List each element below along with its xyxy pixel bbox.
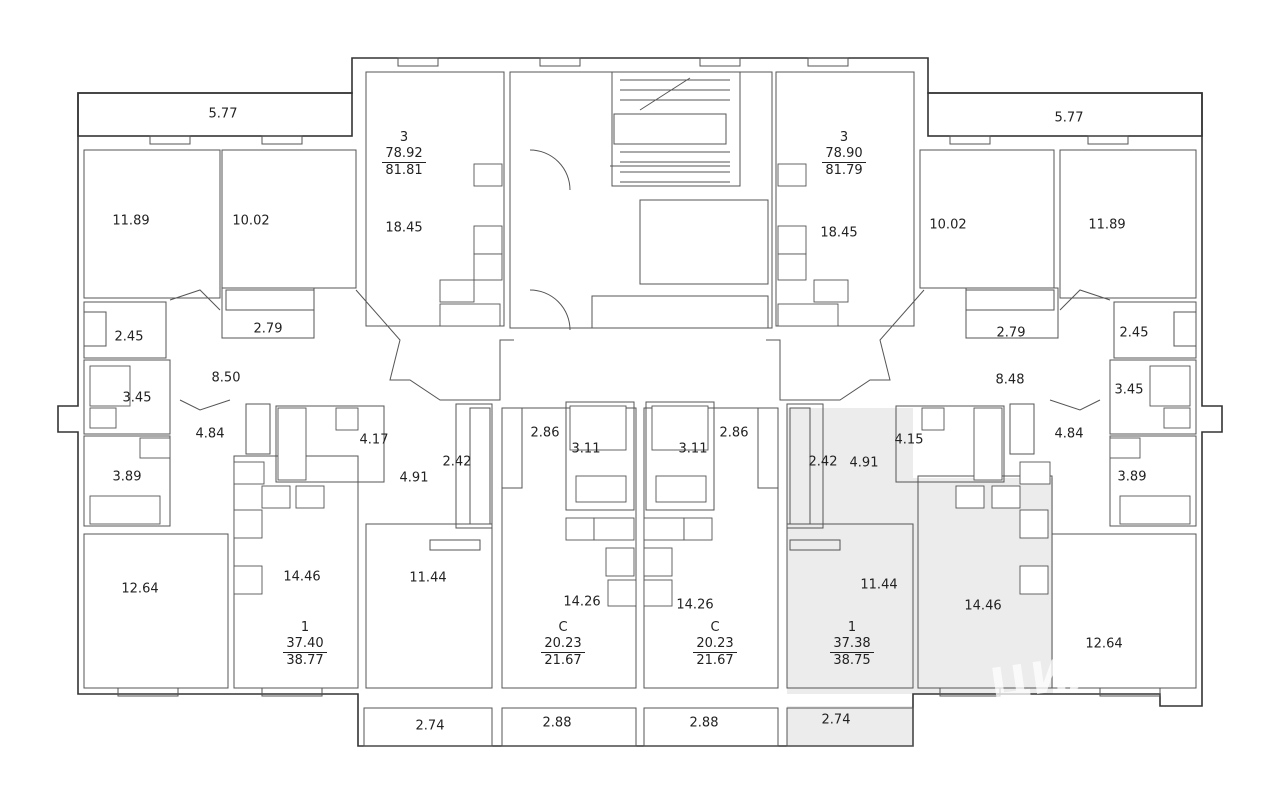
apartment-rooms: С [558, 620, 568, 635]
area-label: 8.48 [995, 372, 1025, 388]
area-label: 2.86 [530, 425, 560, 441]
apartment-living-area: 37.38 [830, 636, 874, 653]
building-outline [57, 57, 1223, 747]
area-label: 4.17 [359, 432, 389, 448]
area-label: 14.46 [964, 598, 1002, 614]
area-label: 3.89 [112, 469, 142, 485]
apartment-living-area: 78.92 [382, 146, 426, 163]
area-label: 2.88 [542, 715, 572, 731]
area-label: 2.45 [114, 329, 144, 345]
area-label: 14.26 [563, 594, 601, 610]
area-label: 18.45 [385, 220, 423, 236]
apartment-living-area: 78.90 [822, 146, 866, 163]
area-label: 3.45 [1114, 382, 1144, 398]
apartment-total-area: 38.77 [286, 653, 324, 668]
area-label: 11.44 [860, 577, 898, 593]
apartment-info-1-left: 1 37.40 38.77 [283, 620, 327, 669]
area-label: 12.64 [1085, 636, 1123, 652]
area-label: 18.45 [820, 225, 858, 241]
windows [83, 57, 1197, 697]
apartment-rooms: 3 [839, 130, 849, 145]
apartment-rooms: 1 [300, 620, 310, 635]
apartment-living-area: 20.23 [541, 636, 585, 653]
area-label: 11.44 [409, 570, 447, 586]
area-label: 2.88 [689, 715, 719, 731]
area-label: 4.84 [1054, 426, 1084, 442]
area-label: 8.50 [211, 370, 241, 386]
area-label: 14.46 [283, 569, 321, 585]
area-label: 10.02 [929, 217, 967, 233]
area-label: 2.86 [719, 425, 749, 441]
area-label: 5.77 [1054, 110, 1084, 126]
area-label: 4.15 [894, 432, 924, 448]
area-label: 2.42 [442, 454, 472, 470]
corridor [169, 289, 1111, 411]
area-label: 3.45 [122, 390, 152, 406]
area-label: 14.26 [676, 597, 714, 613]
apartment-info-3-left: 3 78.92 81.81 [382, 130, 426, 179]
apartment-total-area: 81.79 [825, 163, 863, 178]
apartment-total-area: 21.67 [696, 653, 734, 668]
area-label: 11.89 [1088, 217, 1126, 233]
apartment-info-studio-a: С 20.23 21.67 [541, 620, 585, 669]
apartment-rooms: 1 [847, 620, 857, 635]
area-label: 2.79 [253, 321, 283, 337]
balcony-top-right [927, 92, 1203, 137]
area-label: 3.11 [678, 441, 708, 457]
area-label: 3.11 [571, 441, 601, 457]
area-label: 3.89 [1117, 469, 1147, 485]
apartment-rooms: С [710, 620, 720, 635]
area-label: 2.74 [415, 718, 445, 734]
area-label: 2.45 [1119, 325, 1149, 341]
area-label: 2.74 [821, 712, 851, 728]
area-label: 4.91 [399, 470, 429, 486]
area-label: 10.02 [232, 213, 270, 229]
apartment-total-area: 38.75 [833, 653, 871, 668]
area-label: 2.79 [996, 325, 1026, 341]
apartment-total-area: 21.67 [544, 653, 582, 668]
apartment-info-3-right: 3 78.90 81.79 [822, 130, 866, 179]
apartment-info-1-right: 1 37.38 38.75 [830, 620, 874, 669]
area-label: 11.89 [112, 213, 150, 229]
apartment-info-studio-b: С 20.23 21.67 [693, 620, 737, 669]
fixtures [89, 163, 1191, 607]
apartment-total-area: 81.81 [385, 163, 423, 178]
apartment-rooms: 3 [399, 130, 409, 145]
apartment-living-area: 37.40 [283, 636, 327, 653]
apartment-living-area: 20.23 [693, 636, 737, 653]
area-label: 2.42 [808, 454, 838, 470]
area-label: 4.84 [195, 426, 225, 442]
stair-core [509, 71, 773, 331]
area-label: 4.91 [849, 455, 879, 471]
area-label: 5.77 [208, 106, 238, 122]
area-label: 12.64 [121, 581, 159, 597]
balcony-top-left [77, 92, 353, 137]
